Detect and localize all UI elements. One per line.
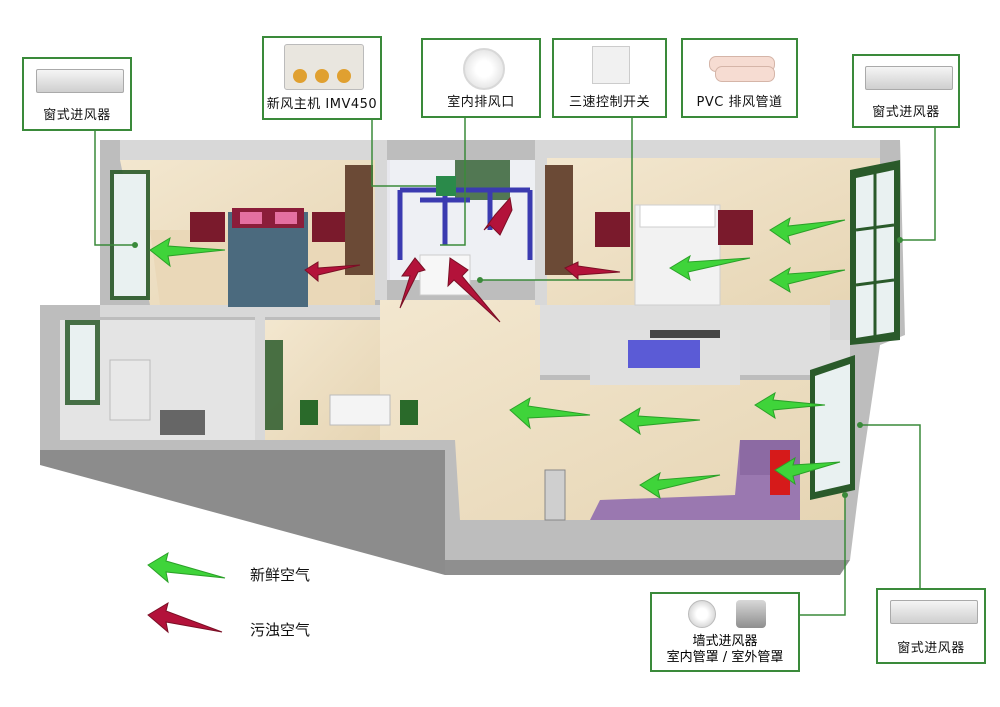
callout-window-inlet-right-top: 窗式进风器 — [852, 54, 960, 128]
callout-label: 三速控制开关 — [568, 95, 650, 110]
connector-lines — [94, 117, 936, 616]
callout-label: 窗式进风器 — [872, 105, 940, 120]
callout-label: 窗式进风器 — [43, 108, 111, 123]
switch-thumb — [592, 46, 630, 84]
fresh-air-arrow — [774, 456, 841, 486]
legend-fresh-air-label: 新鲜空气 — [250, 566, 311, 584]
indoor-cover-thumb — [688, 600, 716, 628]
right-bedroom — [545, 160, 900, 345]
fresh-air-arrow — [149, 236, 226, 268]
fresh-air-unit-box — [436, 176, 456, 196]
left-bedroom — [110, 165, 373, 307]
callout-speed-switch: 三速控制开关 — [552, 38, 667, 118]
dirty-air-arrow — [564, 261, 621, 281]
fresh-air-arrow — [754, 391, 826, 420]
fresh-air-arrow — [619, 406, 701, 436]
legend-dirty-arrow — [147, 601, 223, 634]
pvc-pipe-thumb — [709, 50, 775, 82]
callout-fresh-air-unit: 新风主机 IMV450 — [262, 36, 382, 120]
legend-fresh-arrow — [147, 551, 226, 584]
callout-label: 新风主机 IMV450 — [266, 97, 378, 112]
fresh-air-arrow — [509, 396, 591, 430]
callout-label: PVC 排风管道 — [696, 95, 783, 110]
callout-label: 室内排风口 — [447, 95, 515, 110]
utility-room — [390, 160, 535, 296]
window-inlet-thumb — [890, 600, 978, 624]
dirty-air-arrow — [483, 196, 513, 236]
fresh-air-arrows — [149, 216, 846, 500]
fresh-air-unit-thumb — [284, 44, 364, 90]
outdoor-cover-thumb — [736, 600, 766, 628]
callout-wall-inlet: 墙式进风器 室内管罩 / 室外管罩 — [650, 592, 800, 672]
dirty-air-arrow — [399, 257, 426, 309]
fresh-air-arrow — [769, 216, 846, 246]
dirty-air-arrows — [304, 196, 621, 323]
wall-inlet-name: 墙式进风器 — [692, 634, 758, 649]
callout-window-inlet-right-bottom: 窗式进风器 — [876, 588, 986, 664]
window-inlet-thumb — [36, 69, 124, 93]
wall-inlet-covers: 室内管罩 / 室外管罩 — [666, 650, 784, 665]
fresh-air-arrow — [639, 471, 721, 500]
fresh-air-arrow — [769, 266, 846, 294]
legend-dirty-air-label: 污浊空气 — [250, 621, 311, 639]
callout-label: 窗式进风器 — [897, 641, 965, 656]
dirty-air-arrow — [447, 257, 501, 323]
dirty-air-arrow — [304, 261, 361, 283]
kitchen-bath — [65, 320, 418, 435]
callout-window-inlet-left: 窗式进风器 — [22, 57, 132, 131]
callout-pvc-duct: PVC 排风管道 — [681, 38, 798, 118]
exhaust-vent-thumb — [463, 48, 505, 90]
fresh-air-arrow — [669, 254, 751, 282]
window-inlet-thumb — [865, 66, 953, 90]
callout-indoor-exhaust: 室内排风口 — [421, 38, 541, 118]
